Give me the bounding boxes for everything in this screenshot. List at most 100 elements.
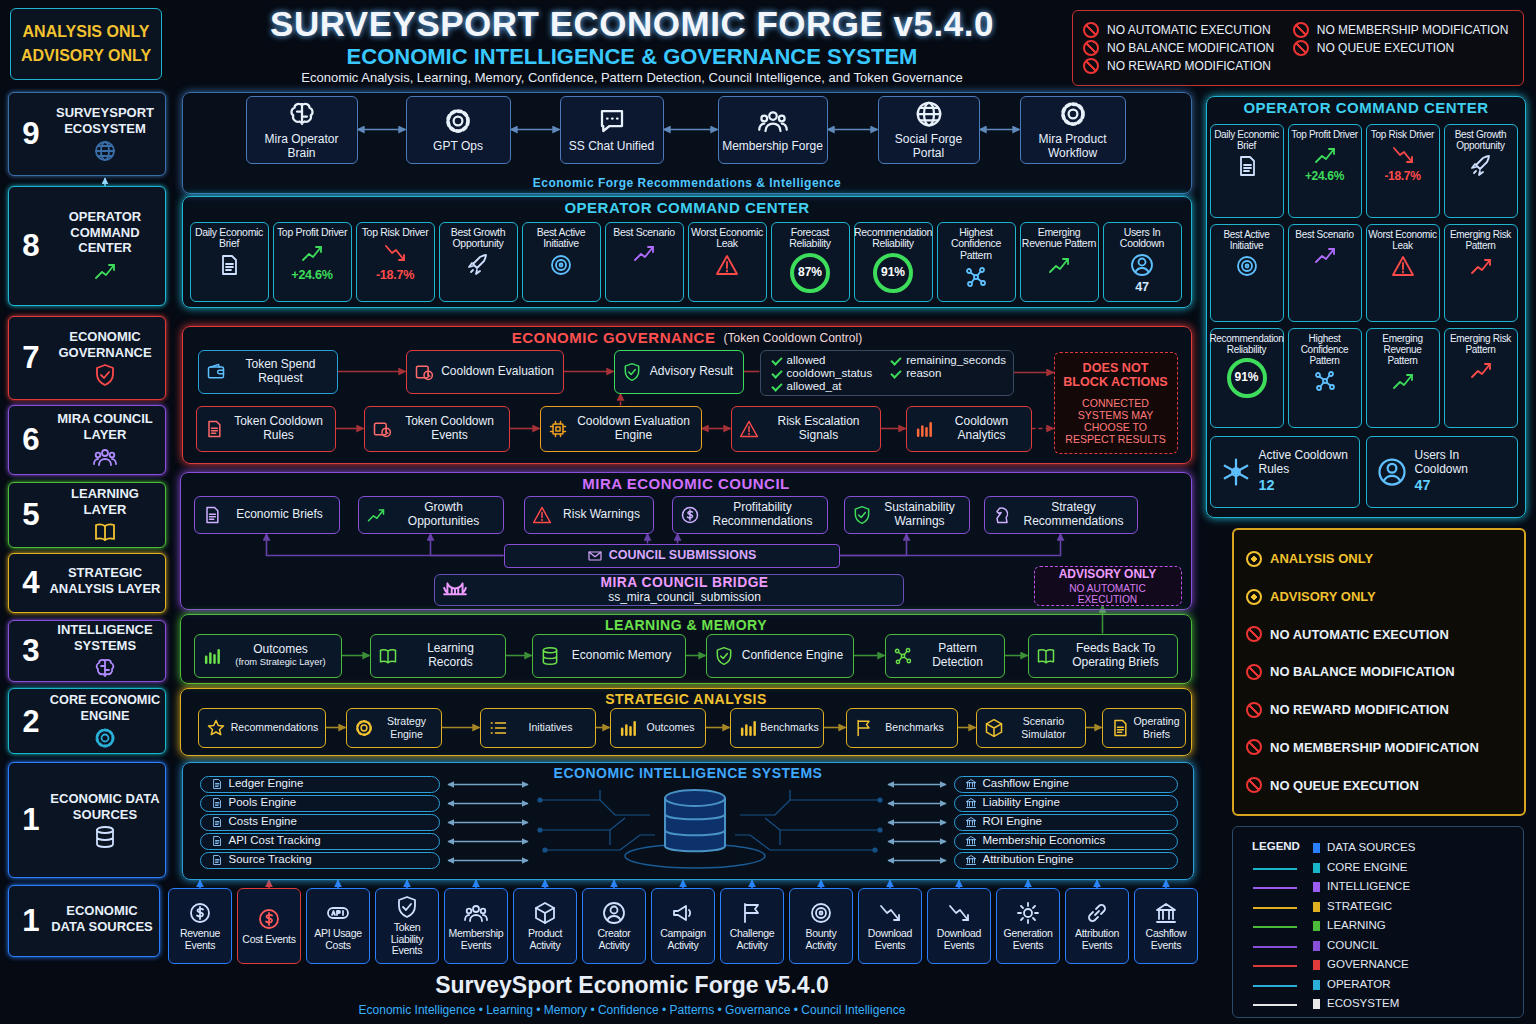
tile-box: Top Risk Driver-18.7% <box>356 222 435 302</box>
node-label: Best Active Initiative <box>524 227 599 251</box>
icon <box>1221 457 1251 487</box>
node-label: NO BALANCE MODIFICATION <box>1246 664 1512 679</box>
node-label: STRATEGIC ANALYSIS <box>605 691 767 707</box>
tile-box: Daily Economic Brief <box>1210 124 1284 218</box>
icon <box>354 718 374 738</box>
node-label: NO REWARD MODIFICATION <box>1246 702 1512 717</box>
node-label: 3 <box>13 633 49 669</box>
node-label: OPERATOR COMMAND CENTER <box>49 209 161 256</box>
node-label: API Usage Costs <box>308 928 368 952</box>
layer-arrow <box>104 178 106 186</box>
node-label: NO QUEUE EXECUTION <box>1246 778 1512 793</box>
eco-box: Membership Forge <box>718 96 828 164</box>
node-label: Sustainability Warnings <box>878 501 962 529</box>
layer-band: OPERATOR COMMAND CENTERDaily Economic Br… <box>1206 96 1526 518</box>
node-label: +24.6% <box>291 268 332 282</box>
node-label: allowed_at <box>771 380 873 392</box>
box-box: Cooldown Evaluation Engine <box>540 406 702 452</box>
icon <box>1036 646 1056 666</box>
node-label: Advisory Result <box>650 365 733 379</box>
bar-box: Cashflow Engine <box>954 776 1178 793</box>
icon <box>1016 901 1040 925</box>
node-label: Cashflow Engine <box>983 777 1069 790</box>
node-label: Best Scenario <box>613 227 674 239</box>
bar-box: Membership Economics <box>954 833 1178 850</box>
box-box: Benchmarks <box>846 708 958 748</box>
icon <box>93 445 117 469</box>
node-label: Users In Cooldown <box>1415 449 1507 477</box>
side-box: 2CORE ECONOMIC ENGINE <box>8 688 166 754</box>
node-label: Membership Events <box>446 928 506 952</box>
node-label: Membership Economics <box>983 834 1106 847</box>
layer-band: ECONOMIC GOVERNANCE(Token Cooldown Contr… <box>182 326 1192 464</box>
dash2-box: ADVISORY ONLYNO AUTOMATIC EXECUTION <box>1034 566 1182 606</box>
eco-box: Mira Operator Brain <box>246 96 358 164</box>
node-label: ADVISORY ONLY <box>1246 589 1512 604</box>
connector <box>889 880 891 888</box>
box-box: Initiatives <box>480 708 596 748</box>
icon <box>202 505 222 525</box>
icon <box>1391 254 1415 278</box>
legend-text: CORE ENGINE <box>1327 861 1408 873</box>
box-box: Token Cooldown Rules <box>196 406 336 452</box>
icon <box>206 718 226 738</box>
node-label: Best Scenario <box>1295 229 1353 240</box>
icon <box>93 259 117 283</box>
node-label: ADVISORY ONLY <box>21 47 151 65</box>
node-label: Confidence Engine <box>742 649 843 663</box>
icon <box>1469 254 1493 278</box>
node-label: Top Profit Driver <box>1291 129 1358 140</box>
node-label: Emerging Risk Pattern <box>1446 333 1516 355</box>
node-label: MIRA ECONOMIC COUNCIL <box>582 475 789 492</box>
icon <box>714 646 734 666</box>
icon <box>1235 154 1259 178</box>
tile-box: Recommendation Reliability91% <box>854 222 933 302</box>
legend-line <box>1253 946 1297 948</box>
icon <box>1469 358 1493 382</box>
tile-box: Best Growth Opportunity <box>1444 124 1518 218</box>
legend-text: INTELLIGENCE <box>1327 880 1410 892</box>
src-box: Cost Events <box>237 888 301 964</box>
box-box: Strategy Engine <box>346 708 442 748</box>
pill-box: COUNCIL SUBMISSIONS <box>504 544 840 568</box>
box-box: Sustainability Warnings <box>844 496 970 534</box>
icon <box>93 726 117 750</box>
legend-text: STRATEGIC <box>1327 900 1392 912</box>
tile-box: Best Scenario <box>605 222 684 302</box>
node-label: ECONOMIC INTELLIGENCE SYSTEMS <box>554 765 823 781</box>
node-label: MIRA COUNCIL LAYER <box>49 411 161 442</box>
icon <box>1130 253 1154 277</box>
box-box: Advisory Result <box>614 350 744 394</box>
node-label: NO AUTOMATIC EXECUTION <box>1039 583 1177 605</box>
tile-box: Forecast Reliability87% <box>771 222 850 302</box>
icon <box>1391 369 1415 393</box>
icon <box>211 778 223 790</box>
legend-swatch <box>1313 921 1320 931</box>
node-label: Benchmarks <box>760 721 818 733</box>
src-box: API Usage Costs <box>306 888 370 964</box>
icon <box>715 253 739 277</box>
node-label: Campaign Activity <box>653 928 713 952</box>
node-label: Feeds Back To Operating Briefs <box>1062 642 1170 670</box>
connector <box>1027 880 1029 888</box>
bar-box: API Cost Tracking <box>200 833 440 850</box>
src-box: Download Events <box>858 888 922 964</box>
legend-text: ECOSYSTEM <box>1327 997 1399 1009</box>
icon <box>287 99 317 129</box>
bar-box: Ledger Engine <box>200 776 440 793</box>
icon <box>395 895 419 919</box>
node-label: Recommendation Reliability <box>854 227 932 251</box>
tile-box: Worst Economic Leak <box>1366 224 1440 322</box>
node-label: Worst Economic Leak <box>690 227 765 251</box>
icon <box>93 825 117 849</box>
yellow-box: ANALYSIS ONLYADVISORY ONLYNO AUTOMATIC E… <box>1232 528 1526 816</box>
node-label: -18.7% <box>376 268 414 282</box>
node-label: NO MEMBERSHIP MODIFICATION <box>1246 740 1512 755</box>
node-label: Emerging Risk Pattern <box>1446 229 1516 251</box>
src-box: Download Events <box>927 888 991 964</box>
legend-swatch <box>1313 843 1320 853</box>
node-label: Liability Engine <box>983 796 1060 809</box>
legend-line <box>1253 868 1297 870</box>
layer-band: STRATEGIC ANALYSISRecommendationsStrateg… <box>180 688 1192 756</box>
legend-swatch <box>1313 999 1320 1009</box>
